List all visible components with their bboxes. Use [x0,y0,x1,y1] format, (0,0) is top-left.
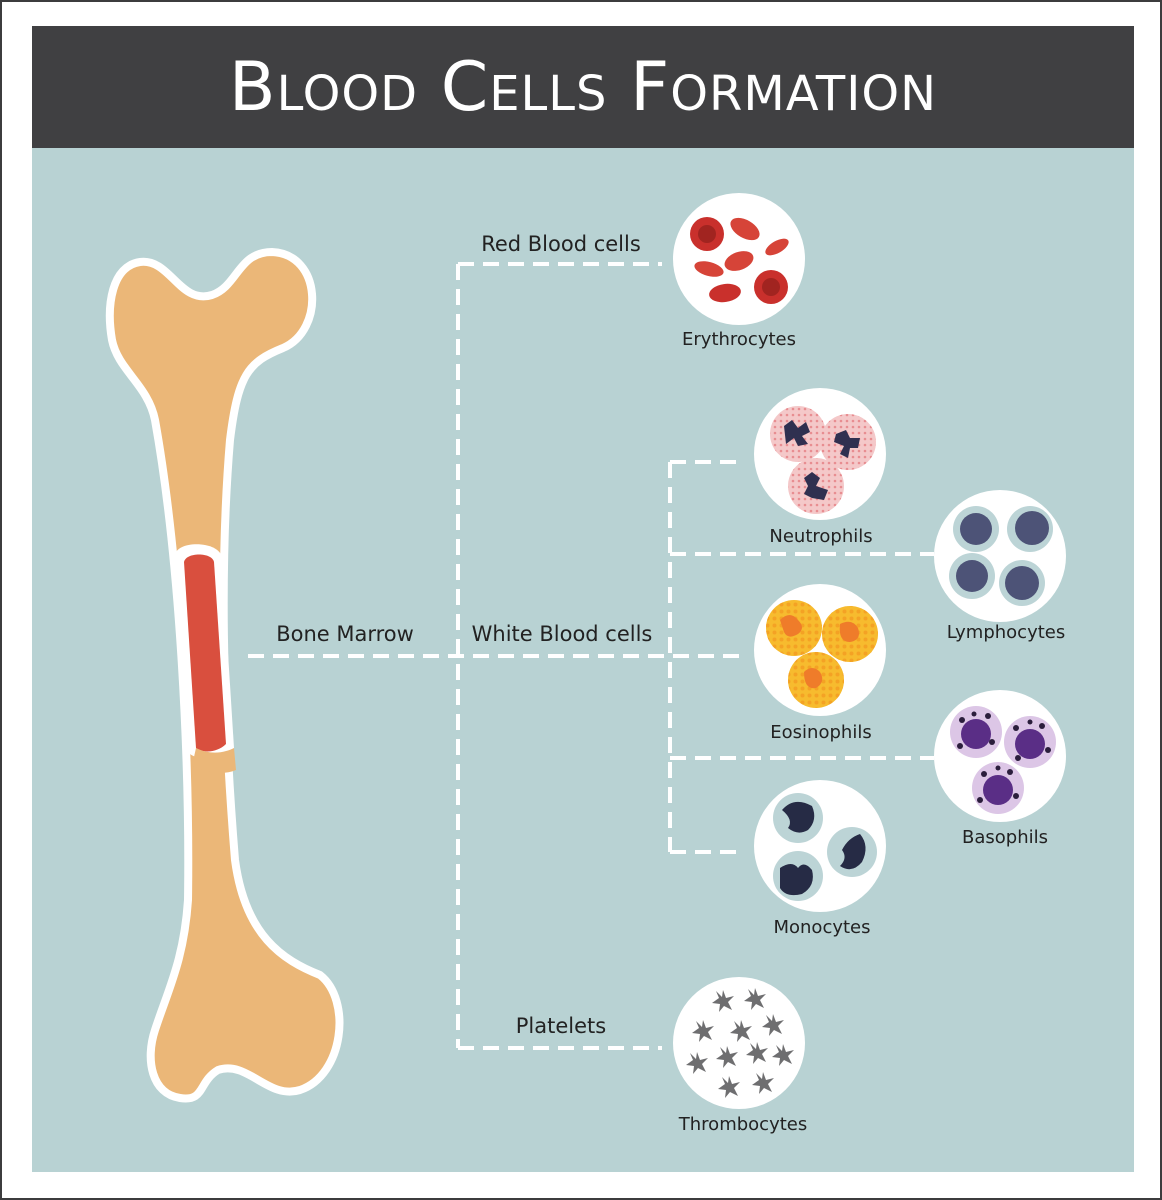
erythrocytes-label: Erythrocytes [682,329,796,350]
bone-marrow-core [184,554,226,752]
thrombocytes-label: Thrombocytes [678,1114,808,1135]
neutrophils-icon [754,388,886,520]
bone-marrow-label: Bone Marrow [276,622,414,646]
eosinophils-label: Eosinophils [770,722,872,743]
lymphocytes-label: Lymphocytes [946,622,1066,643]
basophils-label: Basophils [962,827,1048,848]
white-blood-cells-label: White Blood cells [471,622,653,646]
eosinophils-icon [754,584,886,716]
neutrophils-label: Neutrophils [769,526,873,547]
lymphocytes-icon [934,490,1066,622]
basophils-icon [934,690,1066,822]
monocytes-icon [754,780,886,912]
thrombocytes-icon [673,977,805,1109]
monocytes-label: Monocytes [773,917,871,938]
erythrocytes-icon [673,193,805,325]
red-blood-cells-label: Red Blood cells [481,232,641,256]
platelets-label: Platelets [515,1014,607,1038]
connector-lines [248,262,934,1050]
page-title: Blood Cells Formation [228,47,938,127]
femur-bone [105,248,344,1103]
title-bar: Blood Cells Formation [32,26,1134,148]
